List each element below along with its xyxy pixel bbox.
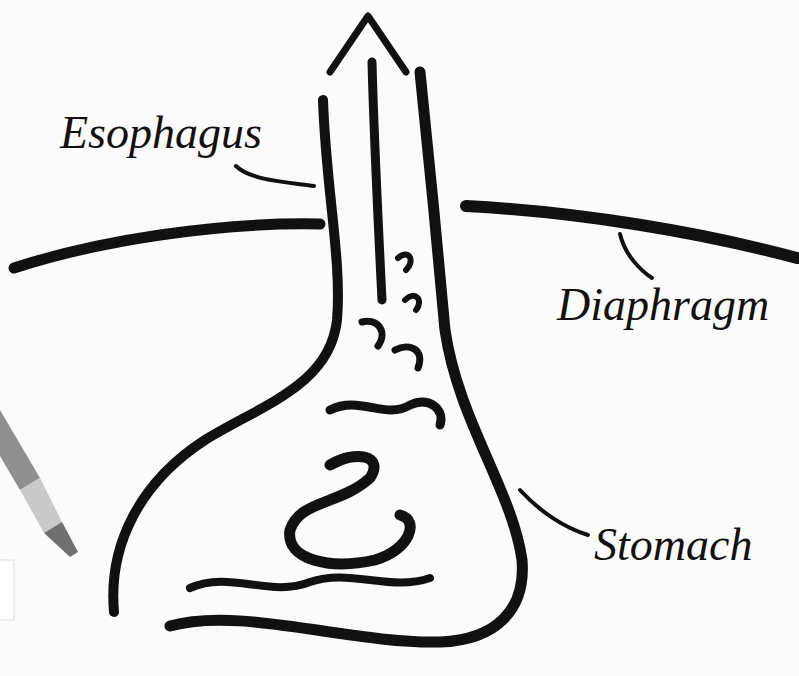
leader-line	[236, 166, 314, 186]
acid-stroke	[405, 296, 419, 310]
stomach-left-wall	[113, 100, 338, 612]
acid-stroke	[398, 255, 411, 270]
acid-wave	[190, 577, 430, 588]
pen-tip	[44, 522, 78, 557]
pen	[0, 410, 78, 620]
leader-line	[620, 234, 652, 278]
diaphragm-right	[466, 206, 797, 258]
part-label: Esophagus	[60, 110, 262, 156]
pen-barrel	[0, 410, 40, 490]
leader-line	[520, 490, 588, 535]
part-label: Diaphragm	[557, 282, 769, 328]
reflux-arrow-shaft	[372, 62, 382, 300]
diaphragm-left	[14, 224, 320, 268]
acid-stroke	[362, 321, 382, 346]
acid-wave	[330, 402, 441, 425]
acid-swirl	[290, 456, 411, 563]
part-label: Stomach	[594, 522, 752, 568]
paper-corner	[0, 560, 14, 620]
stomach-right-wall	[170, 72, 522, 642]
pen-grip	[20, 478, 62, 533]
reflux-arrowhead	[330, 16, 406, 72]
acid-stroke	[395, 347, 420, 368]
